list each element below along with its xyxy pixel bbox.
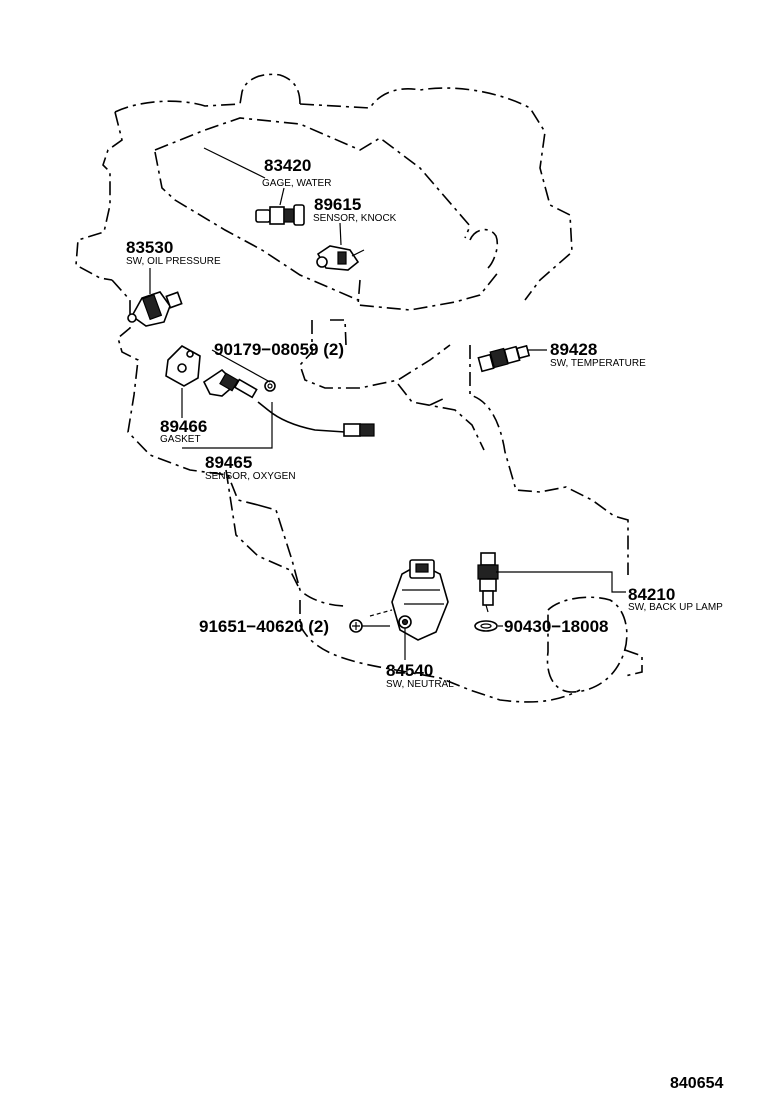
- svg-text:90179−08059 (2): 90179−08059 (2): [214, 340, 344, 359]
- label-83530: 83530 SW, OIL PRESSURE: [126, 238, 221, 267]
- svg-text:GAGE, WATER: GAGE, WATER: [262, 178, 331, 189]
- svg-text:89428: 89428: [550, 340, 597, 359]
- label-89615: 89615 SENSOR, KNOCK: [313, 195, 397, 224]
- bolt-icon: [349, 619, 363, 633]
- label-89466: 89466 GASKET: [160, 417, 207, 445]
- label-83420: 83420 GAGE, WATER: [262, 156, 331, 189]
- svg-text:SENSOR, KNOCK: SENSOR, KNOCK: [313, 213, 397, 224]
- gasket-icon: [165, 345, 201, 387]
- svg-text:GASKET: GASKET: [160, 434, 201, 445]
- svg-text:SW, BACK UP LAMP: SW, BACK UP LAMP: [628, 602, 723, 613]
- leader-lines: [149, 147, 626, 660]
- svg-text:SW, NEUTRAL: SW, NEUTRAL: [386, 679, 454, 690]
- svg-text:89466: 89466: [160, 417, 207, 436]
- engine-outline: [75, 73, 643, 703]
- svg-text:84210: 84210: [628, 585, 675, 604]
- label-90179: 90179−08059 (2): [214, 340, 344, 359]
- svg-text:SW, OIL PRESSURE: SW, OIL PRESSURE: [126, 256, 221, 267]
- label-91651: 91651−40620 (2): [199, 617, 329, 636]
- nut-icon: [264, 380, 276, 392]
- neutral-switch-icon: [391, 559, 449, 641]
- svg-text:89615: 89615: [314, 195, 361, 214]
- svg-text:SW, TEMPERATURE: SW, TEMPERATURE: [550, 358, 646, 369]
- label-90430: 90430−18008: [504, 617, 608, 636]
- svg-text:90430−18008: 90430−18008: [504, 617, 608, 636]
- back-up-lamp-switch-icon: [477, 552, 499, 613]
- svg-text:89465: 89465: [205, 453, 252, 472]
- washer-icon: [474, 620, 498, 632]
- oil-pressure-switch-icon: [127, 291, 183, 327]
- label-84210: 84210 SW, BACK UP LAMP: [628, 585, 723, 613]
- svg-text:91651−40620 (2): 91651−40620 (2): [199, 617, 329, 636]
- oxygen-sensor-icon: [202, 368, 375, 437]
- label-84540: 84540 SW, NEUTRAL: [386, 661, 454, 690]
- svg-text:SENSOR, OXYGEN: SENSOR, OXYGEN: [205, 471, 296, 482]
- label-89465: 89465 SENSOR, OXYGEN: [205, 453, 296, 482]
- svg-text:84540: 84540: [386, 661, 433, 680]
- temperature-switch-icon: [477, 344, 531, 373]
- water-gage-icon: [255, 204, 305, 226]
- knock-sensor-icon: [316, 245, 365, 271]
- svg-text:83530: 83530: [126, 238, 173, 257]
- label-89428: 89428 SW, TEMPERATURE: [550, 340, 646, 369]
- svg-text:83420: 83420: [264, 156, 311, 175]
- diagram-code: 840654: [670, 1075, 723, 1092]
